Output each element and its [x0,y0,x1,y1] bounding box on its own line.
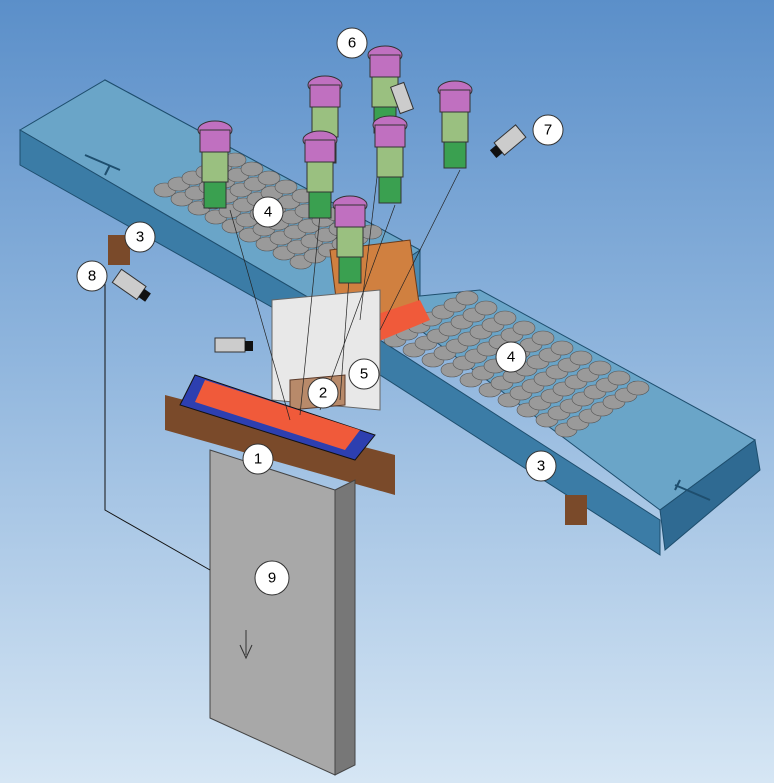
camera-7-icon [489,124,527,158]
small-camera-icon [389,81,415,115]
billet [531,330,555,346]
svg-text:6: 6 [348,35,356,52]
svg-text:3: 3 [537,458,545,475]
svg-text:2: 2 [319,385,327,402]
svg-text:8: 8 [88,268,96,285]
callout-9: 9 [254,560,290,596]
camera-icon [367,45,403,134]
mold [165,374,395,495]
billet [607,370,631,386]
billet [626,380,650,396]
support-leg [108,235,130,265]
callout-1: 1 [242,443,274,475]
billet [512,320,536,336]
svg-text:4: 4 [507,349,515,366]
callout-4b: 4 [495,341,527,373]
down-arrow-icon [239,630,253,660]
camera-group [197,45,473,284]
callout-4: 4 [252,196,284,228]
billet [474,300,498,316]
callout-7: 7 [532,114,564,146]
slab [209,449,356,776]
callout-5: 5 [348,358,380,390]
billets-right [383,290,650,438]
svg-text:5: 5 [360,366,368,383]
billet [257,170,281,186]
svg-text:7: 7 [544,122,552,139]
billet [493,310,517,326]
camera-icon [332,195,368,284]
callout-3: 3 [124,221,156,253]
svg-text:9: 9 [268,570,276,587]
billet [569,350,593,366]
direction-arrow-icon [84,154,121,176]
svg-text:4: 4 [264,204,272,221]
billet [455,290,479,306]
direction-arrow-icon [674,479,711,501]
support-leg [565,495,587,525]
camera-8-icon [111,268,151,302]
billet [240,161,264,177]
camera-icon [437,80,473,169]
billet [550,340,574,356]
camera-icon [372,115,408,204]
cable [104,280,211,571]
camera-icon [197,120,233,209]
camera-icon [302,130,338,219]
callout-8: 8 [76,260,108,292]
billet [274,179,298,195]
svg-text:3: 3 [136,229,144,246]
svg-text:1: 1 [254,451,262,468]
callout-2: 2 [307,377,339,409]
small-camera-icon [214,337,253,353]
callout-3b: 3 [525,450,557,482]
billet [588,360,612,376]
callout-6: 6 [336,27,368,59]
